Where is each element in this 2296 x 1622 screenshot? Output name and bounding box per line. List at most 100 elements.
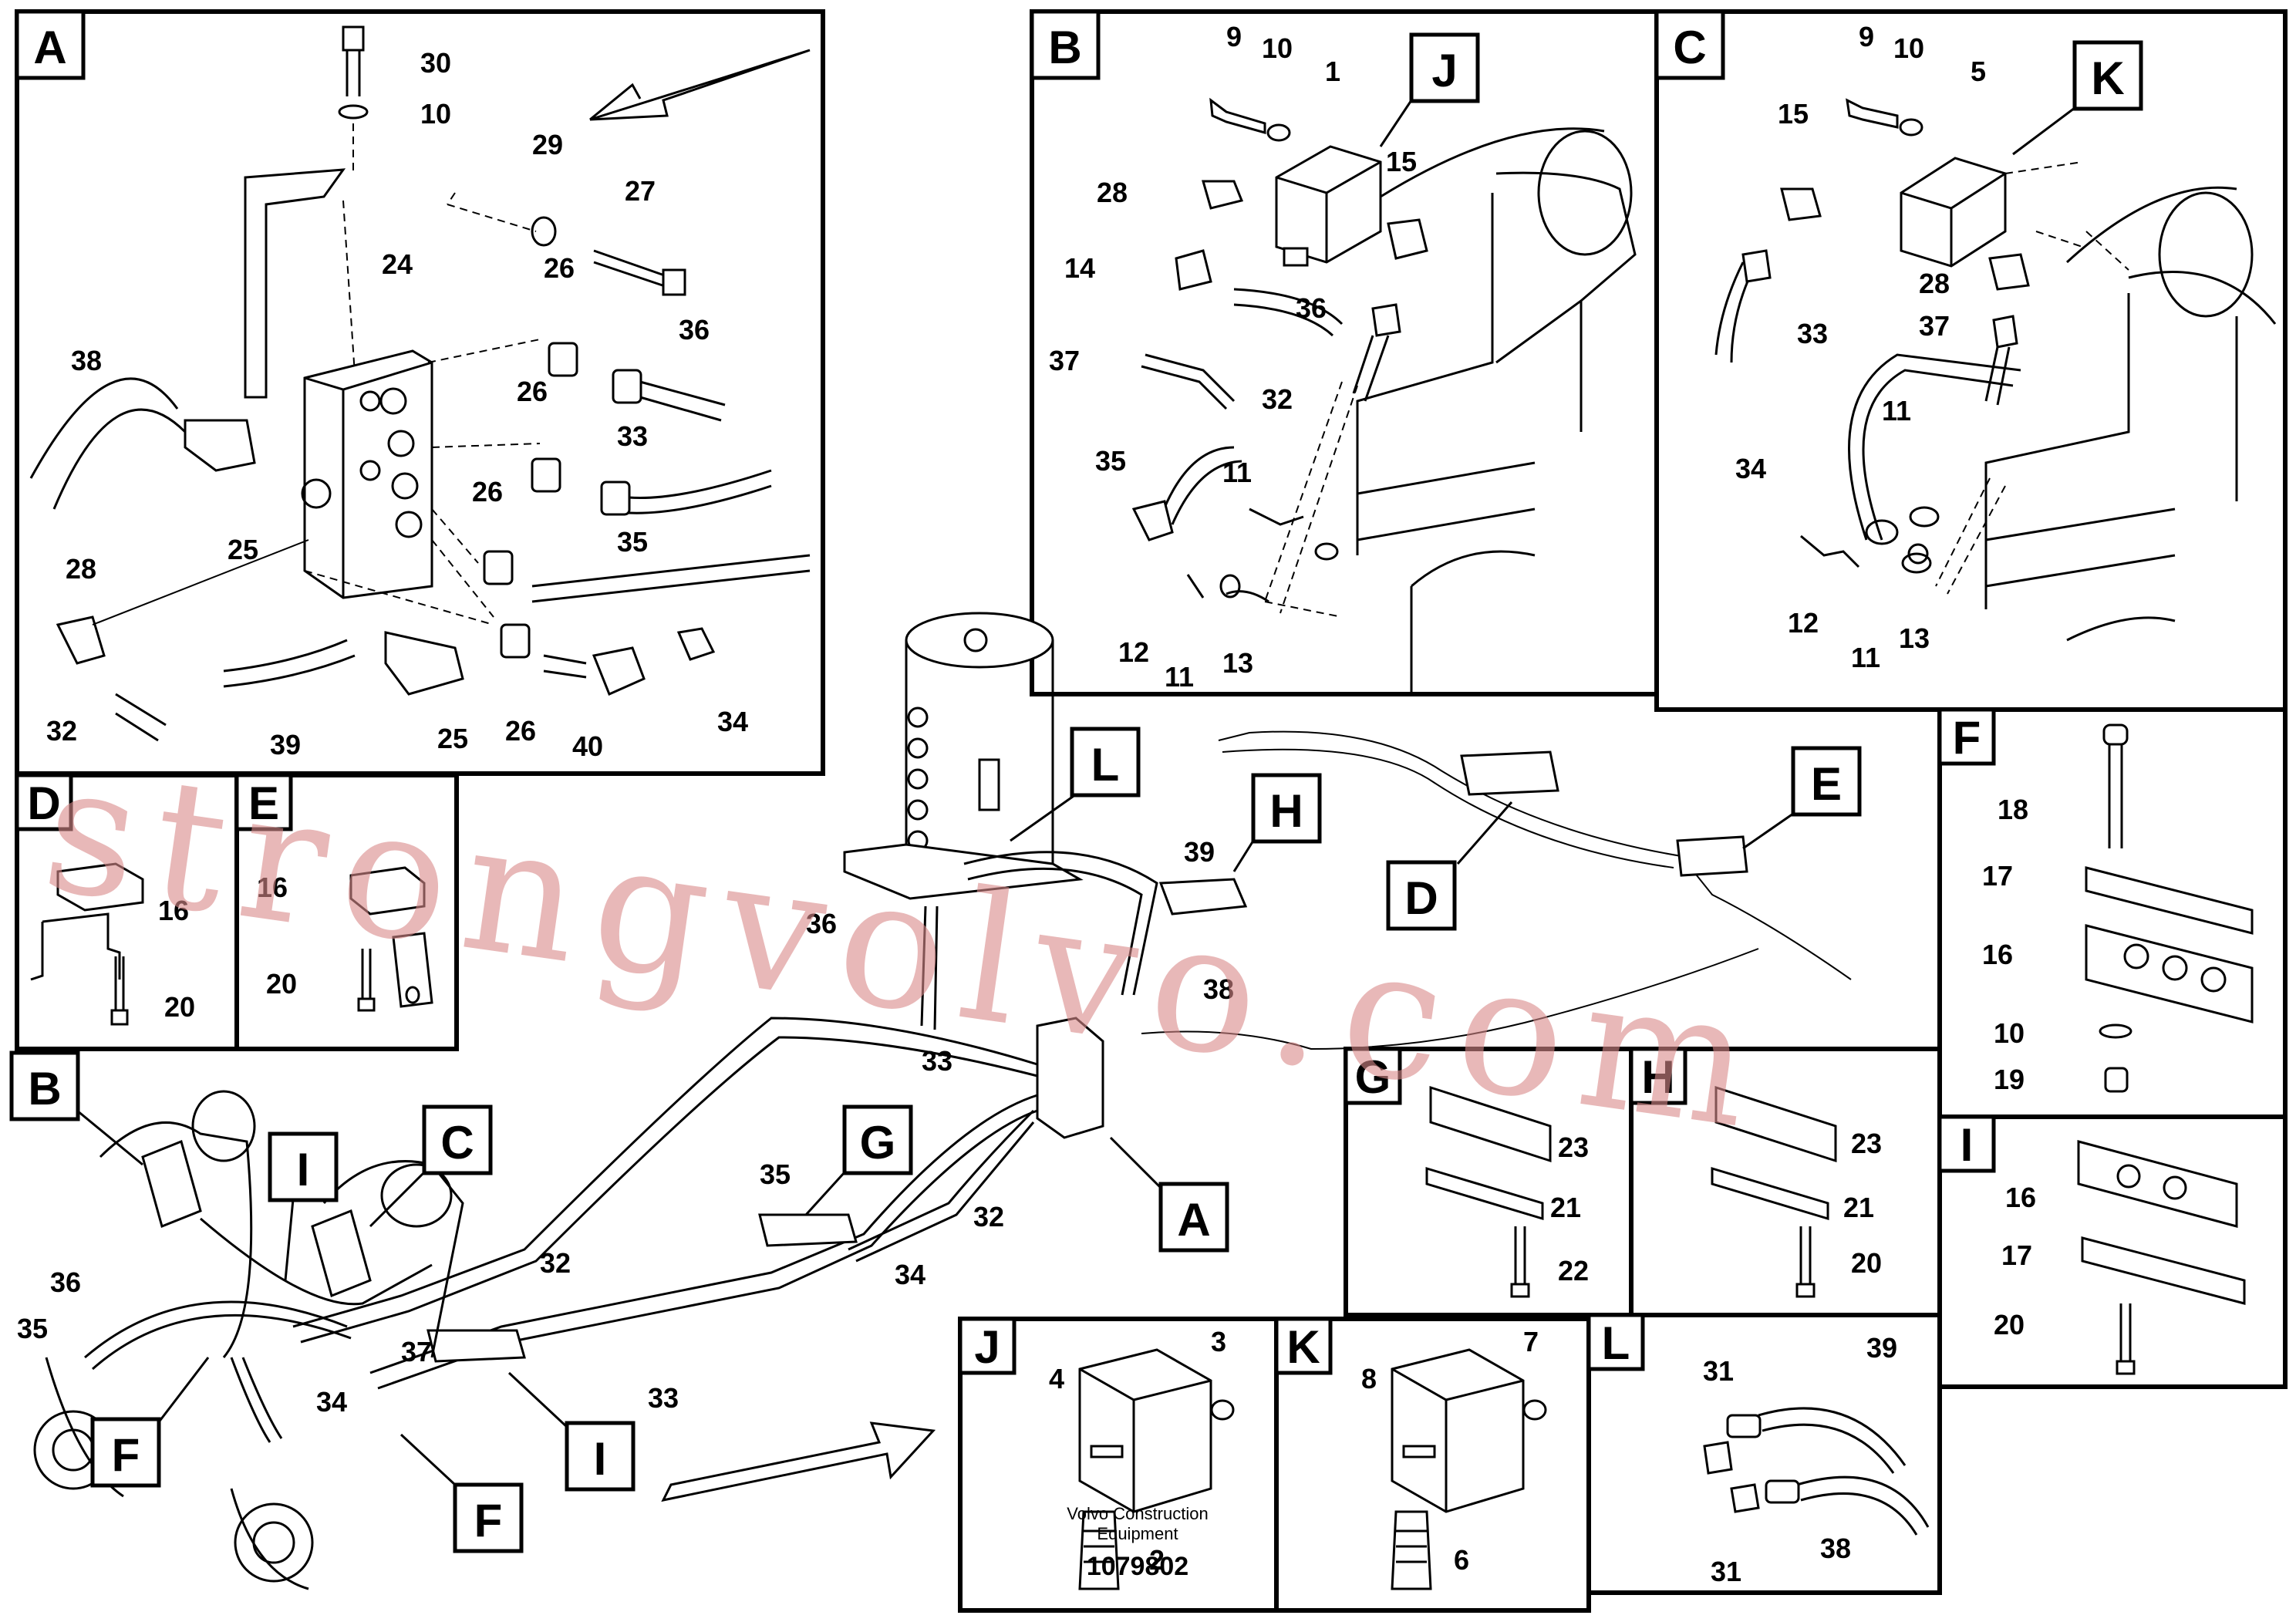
svg-text:5: 5: [1971, 56, 1986, 87]
panel-a: A: [15, 9, 825, 776]
svg-text:33: 33: [617, 420, 648, 452]
svg-text:L: L: [1091, 739, 1120, 791]
svg-text:26: 26: [517, 376, 548, 407]
svg-text:28: 28: [1919, 268, 1950, 299]
svg-text:I: I: [594, 1433, 607, 1485]
svg-text:10: 10: [1994, 1017, 2025, 1049]
svg-text:26: 26: [472, 476, 503, 508]
svg-text:27: 27: [625, 175, 656, 207]
svg-text:23: 23: [1558, 1131, 1589, 1163]
svg-text:37: 37: [1049, 345, 1080, 376]
svg-text:23: 23: [1851, 1128, 1882, 1159]
svg-text:35: 35: [617, 526, 648, 558]
svg-text:11: 11: [1882, 395, 1911, 427]
panel-i: I 16 17 20: [1937, 1114, 2288, 1389]
panel-c-letter: C: [1673, 22, 1706, 73]
panel-c-callouts: 9 10 5 15 28 37 33 34 11 12 11 13: [1735, 21, 1986, 673]
svg-text:35: 35: [17, 1313, 48, 1344]
svg-text:13: 13: [1222, 647, 1253, 679]
svg-text:38: 38: [1820, 1533, 1851, 1564]
svg-text:39: 39: [270, 729, 301, 760]
company-caption: Volvo Construction Equipment: [1067, 1504, 1209, 1543]
svg-text:2: 2: [1149, 1544, 1165, 1576]
svg-text:31: 31: [1703, 1355, 1734, 1387]
svg-text:F: F: [112, 1429, 140, 1481]
svg-text:34: 34: [316, 1386, 347, 1418]
svg-text:6: 6: [1454, 1544, 1469, 1576]
svg-text:32: 32: [1262, 383, 1293, 415]
svg-text:G: G: [860, 1117, 896, 1168]
svg-text:20: 20: [1851, 1247, 1882, 1279]
svg-text:B: B: [28, 1063, 61, 1114]
svg-text:14: 14: [1064, 252, 1095, 284]
svg-text:25: 25: [437, 723, 468, 754]
svg-text:39: 39: [1184, 836, 1215, 868]
svg-text:17: 17: [1982, 860, 2013, 892]
svg-text:C: C: [440, 1117, 474, 1168]
svg-text:22: 22: [1558, 1255, 1589, 1286]
svg-text:38: 38: [71, 345, 102, 376]
svg-text:18: 18: [1998, 794, 2028, 825]
svg-text:17: 17: [2001, 1239, 2032, 1271]
svg-text:12: 12: [1118, 636, 1149, 668]
svg-text:10: 10: [1262, 32, 1293, 64]
svg-text:34: 34: [717, 706, 748, 737]
svg-text:33: 33: [648, 1382, 679, 1414]
svg-text:36: 36: [50, 1266, 81, 1298]
panel-d: D 16 20: [15, 773, 239, 1051]
svg-text:12: 12: [1788, 607, 1819, 639]
panel-c-tag: K: [2091, 52, 2124, 104]
svg-text:10: 10: [1893, 32, 1924, 64]
panel-f: F 18 17 16 10 19: [1937, 707, 2288, 1119]
svg-text:37: 37: [401, 1336, 432, 1367]
svg-text:I: I: [297, 1144, 310, 1195]
panel-k: K 8 7 6: [1274, 1317, 1591, 1613]
svg-text:38: 38: [1203, 973, 1234, 1005]
panel-b-tag: J: [1431, 45, 1457, 96]
svg-text:11: 11: [1851, 642, 1880, 673]
panel-d-letter: D: [27, 777, 60, 829]
panel-a-callouts: 30 10 29 27 24 26 36 38 26 33 25 26 35 2…: [46, 47, 748, 762]
svg-text:8: 8: [1361, 1363, 1377, 1394]
svg-text:16: 16: [2005, 1182, 2036, 1213]
svg-text:32: 32: [973, 1201, 1004, 1233]
panel-f-letter: F: [1953, 712, 1981, 764]
svg-text:35: 35: [1095, 445, 1126, 477]
svg-text:34: 34: [895, 1259, 925, 1290]
main-view-callouts: 39 38 36 33 35 32 34 36 35 37 34 32 33: [17, 836, 1234, 1418]
svg-text:1: 1: [1325, 56, 1340, 87]
svg-text:28: 28: [1097, 177, 1128, 208]
svg-text:40: 40: [572, 730, 603, 762]
svg-text:10: 10: [420, 98, 451, 130]
svg-text:F: F: [474, 1495, 503, 1546]
panel-a-letter: A: [33, 22, 66, 73]
svg-text:20: 20: [1994, 1309, 2025, 1340]
svg-text:3: 3: [1211, 1326, 1226, 1357]
svg-text:9: 9: [1859, 21, 1874, 52]
svg-text:11: 11: [1222, 457, 1252, 488]
svg-text:20: 20: [266, 968, 297, 1000]
svg-text:D: D: [1404, 872, 1438, 924]
svg-text:32: 32: [46, 715, 77, 747]
panel-b-letter: B: [1048, 22, 1081, 73]
panel-g-letter: G: [1355, 1051, 1391, 1103]
panel-g: G 23 21 22: [1344, 1047, 1633, 1317]
panel-j-letter: J: [974, 1321, 1000, 1373]
svg-text:11: 11: [1165, 661, 1194, 693]
drawing-number: 1079802: [1086, 1552, 1189, 1581]
svg-text:H: H: [1269, 785, 1303, 837]
panel-b: B J 9 10 1 28 15: [1030, 9, 1659, 696]
panel-j: J 4 3 2: [958, 1317, 1279, 1613]
svg-text:28: 28: [66, 553, 96, 585]
svg-text:15: 15: [1386, 146, 1417, 177]
panel-b-callouts: 9 10 1 28 15 14 36 37 32 35 11 12 11 13: [1049, 21, 1417, 693]
svg-text:E: E: [1811, 758, 1842, 810]
svg-text:21: 21: [1843, 1192, 1874, 1223]
panel-l-letter: L: [1602, 1317, 1630, 1369]
panel-l: L 31 39 31 38: [1586, 1313, 1942, 1595]
panel-h-letter: H: [1641, 1051, 1674, 1103]
svg-text:A: A: [1177, 1194, 1210, 1246]
panel-i-letter: I: [1961, 1119, 1974, 1171]
svg-text:34: 34: [1735, 453, 1766, 484]
